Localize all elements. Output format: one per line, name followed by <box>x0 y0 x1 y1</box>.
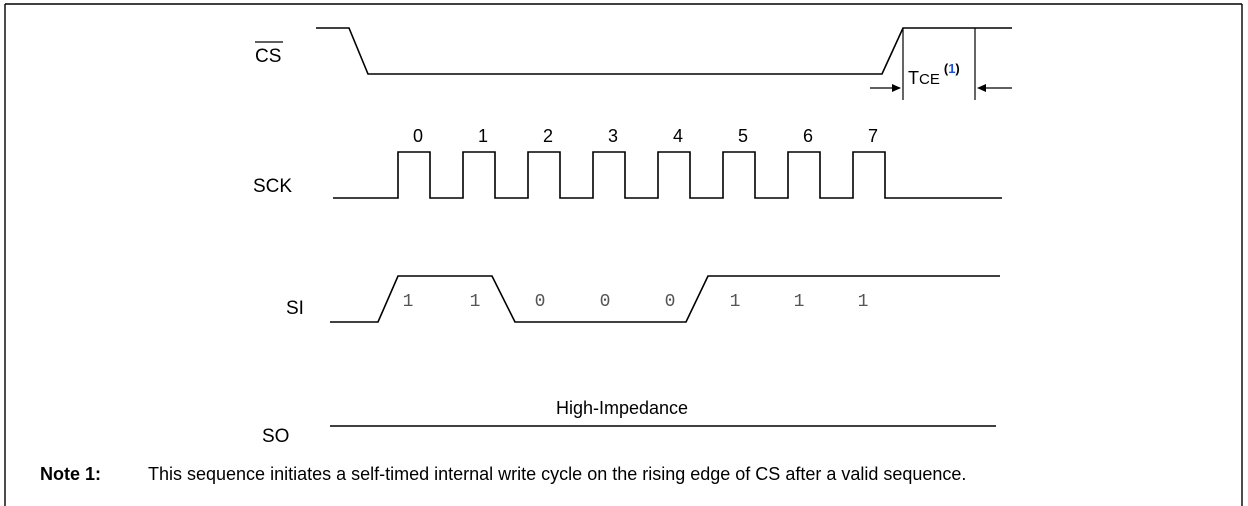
si-label: SI <box>286 298 304 319</box>
so-label: SO <box>262 426 289 447</box>
sck-waveform <box>333 151 1002 199</box>
clock-label-2: 2 <box>543 126 553 146</box>
si-bit-6: 1 <box>794 292 805 312</box>
si-waveform <box>330 275 1000 323</box>
note-label: Note 1: <box>40 464 101 484</box>
clock-label-4: 4 <box>673 126 683 146</box>
si-bit-5: 1 <box>730 292 741 312</box>
si-bit-1: 1 <box>470 292 481 312</box>
si-bit-7: 1 <box>858 292 869 312</box>
sck-label: SCK <box>253 176 292 197</box>
clock-label-1: 1 <box>478 126 488 146</box>
si-bit-4: 0 <box>665 292 676 312</box>
cs-waveform <box>316 27 1012 75</box>
tce-right-arrowhead <box>977 84 986 92</box>
si-bit-2: 0 <box>535 292 546 312</box>
tce-label: TCE(1) <box>908 61 960 88</box>
tce-left-arrowhead <box>892 84 901 92</box>
clock-label-5: 5 <box>738 126 748 146</box>
clock-label-6: 6 <box>803 126 813 146</box>
clock-label-0: 0 <box>413 126 423 146</box>
clock-label-3: 3 <box>608 126 618 146</box>
so-high-impedance-label: High-Impedance <box>556 398 688 418</box>
si-bit-0: 1 <box>403 292 414 312</box>
si-bit-3: 0 <box>600 292 611 312</box>
cs-label: CS <box>255 46 281 67</box>
clock-label-7: 7 <box>868 126 878 146</box>
note-text: This sequence initiates a self-timed int… <box>148 464 966 484</box>
